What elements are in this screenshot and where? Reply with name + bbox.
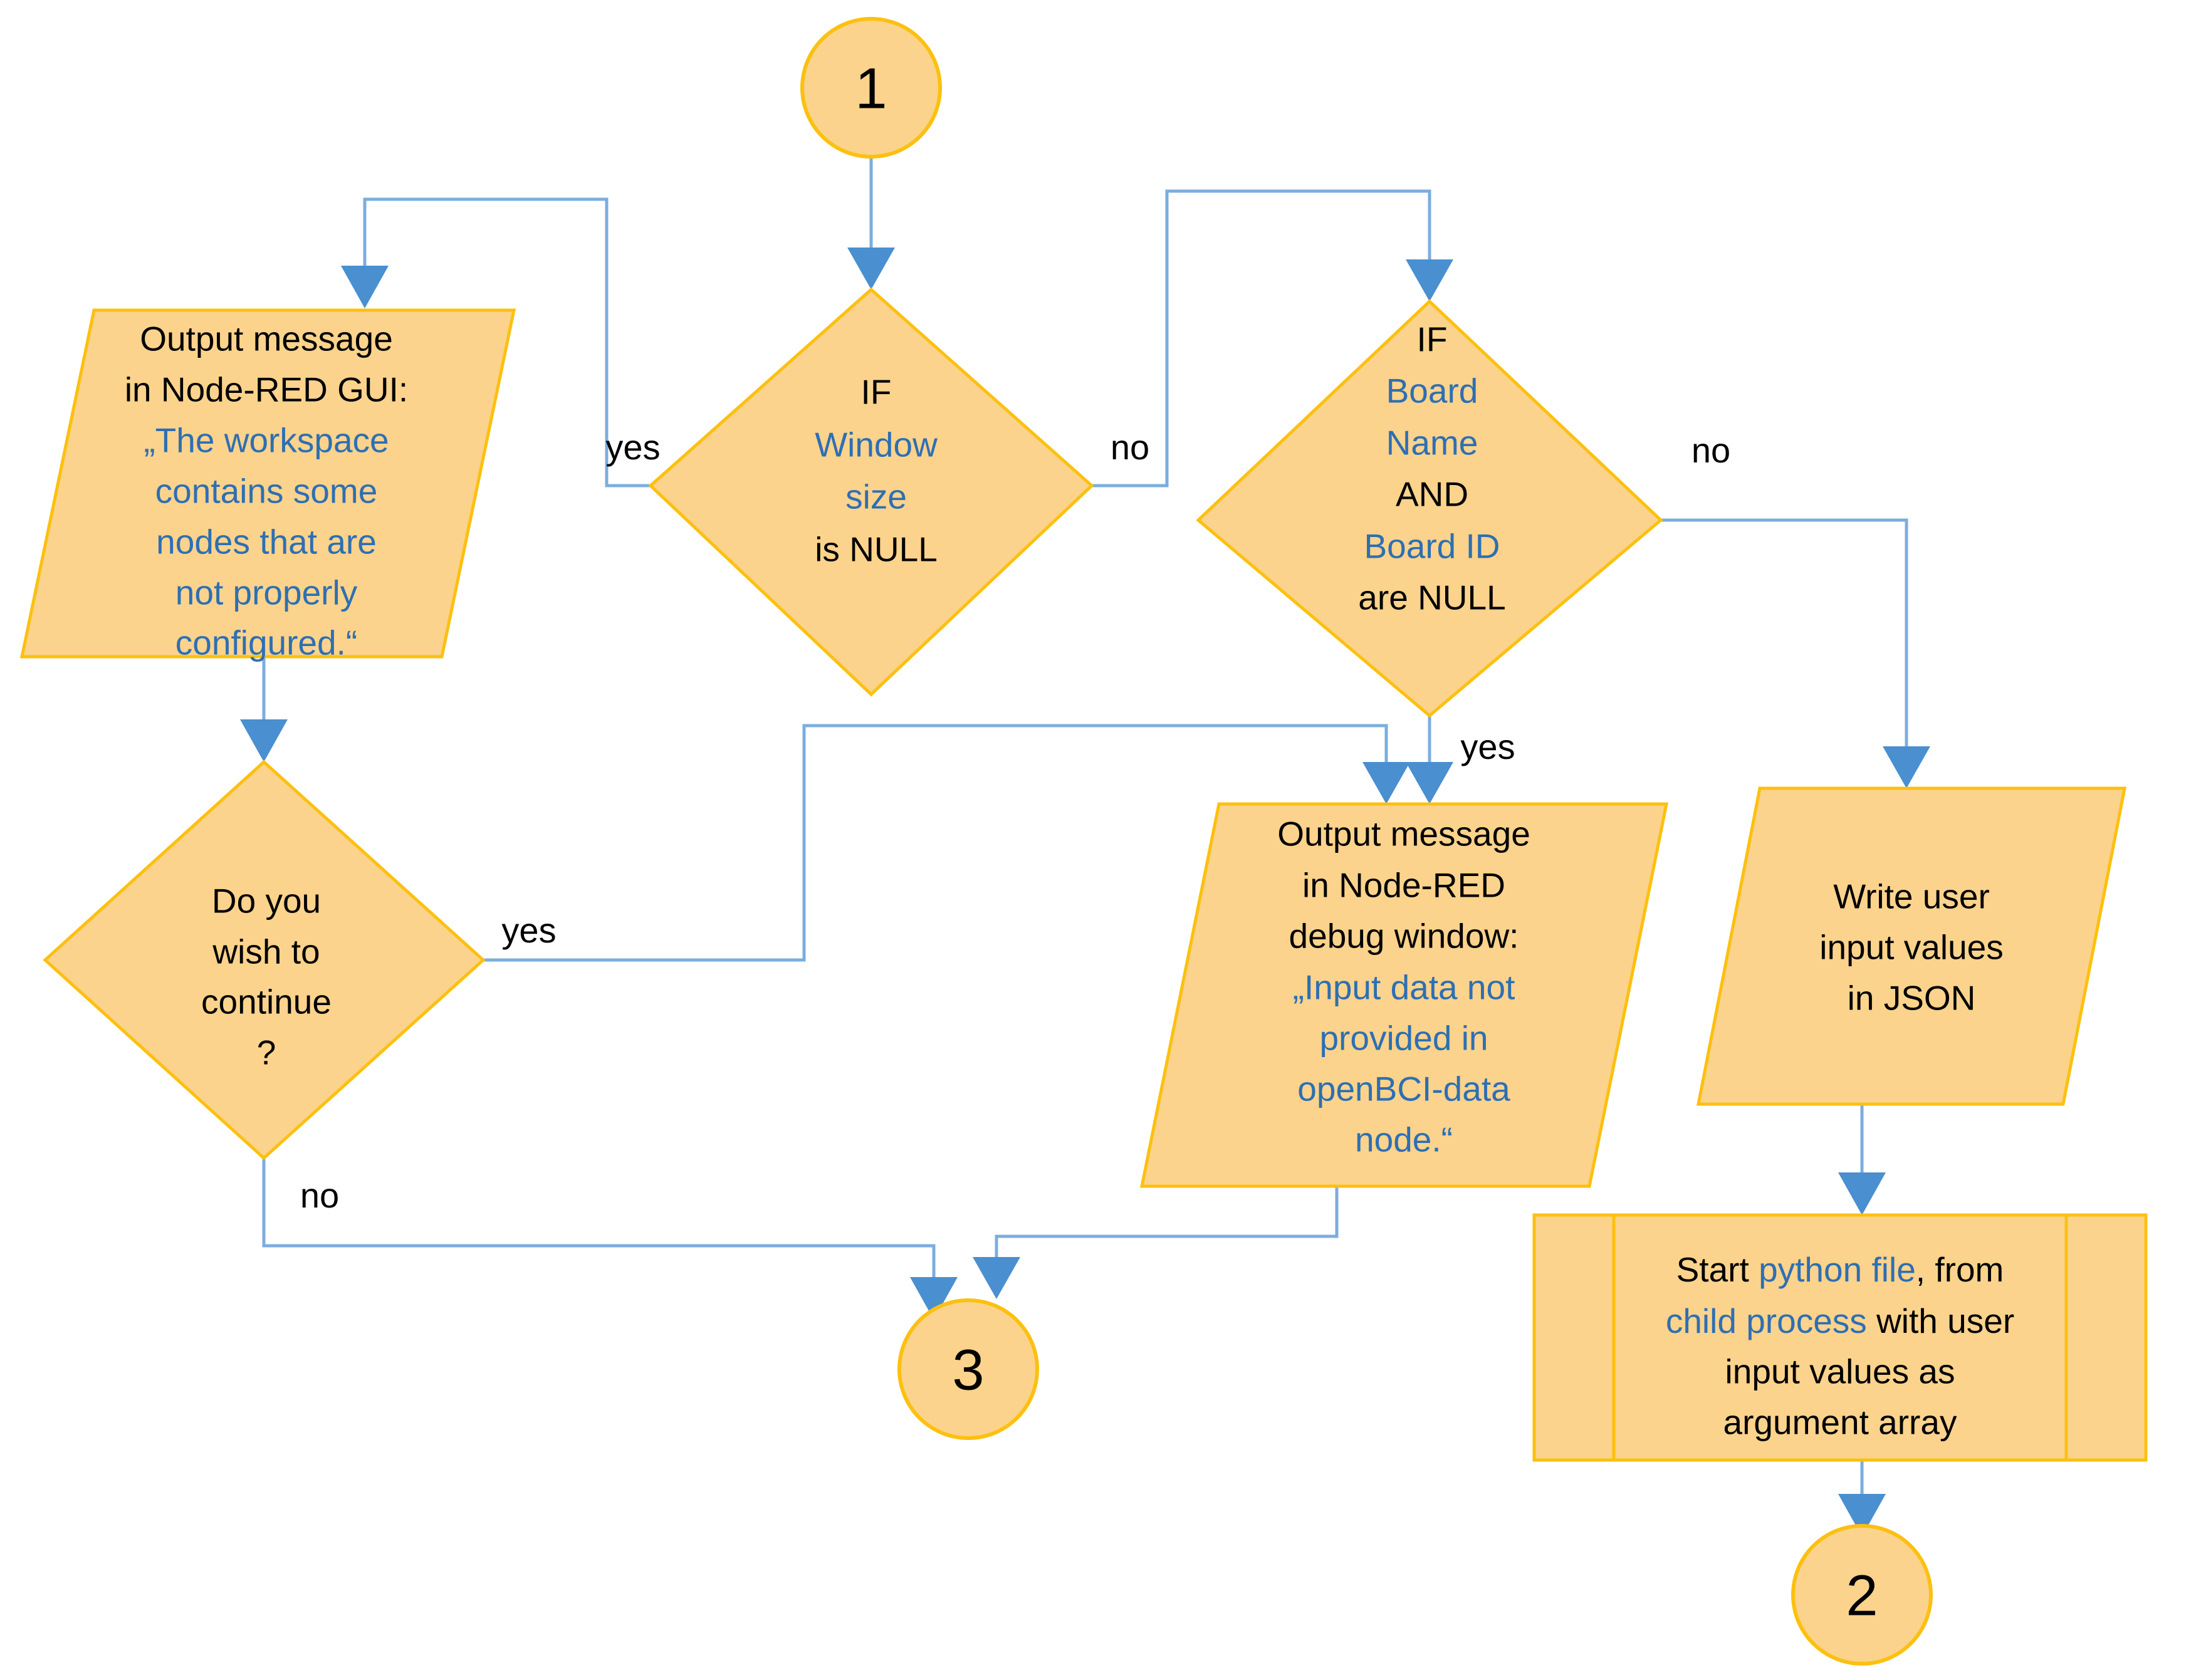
node-continue-line-1: wish to — [212, 932, 320, 971]
connector-start-label: 1 — [855, 56, 887, 120]
node-start-python-line-2: input values as — [1725, 1352, 1955, 1391]
node-output-gui: Output message in Node-RED GUI: „The wor… — [19, 308, 516, 662]
connector-end-two-label: 2 — [1846, 1563, 1878, 1627]
node-output-gui-line-6: configured.“ — [175, 623, 357, 662]
edge-label-window-yes: yes — [605, 427, 660, 467]
node-output-debug-line-2: debug window: — [1289, 917, 1519, 956]
node-output-debug: Output message in Node-RED debug window:… — [1139, 802, 1669, 1188]
node-output-debug-line-0: Output message — [1277, 815, 1530, 853]
connector-end-three-label: 3 — [952, 1338, 984, 1402]
edge-board-no-to-write-json — [1661, 518, 1930, 788]
edge-output-gui-to-continue — [240, 657, 288, 762]
node-write-json: Write user input values in JSON — [1696, 786, 2127, 1106]
edge-output-debug-to-end-three — [973, 1186, 1339, 1299]
edge-write-json-to-start-python — [1838, 1104, 1886, 1215]
node-if-board-line-2: Name — [1386, 424, 1478, 462]
connector-start-1: 1 — [800, 17, 942, 159]
node-write-json-line-1: input values — [1819, 928, 2004, 967]
edge-label-window-no: no — [1111, 427, 1149, 467]
node-start-python-line-3: argument array — [1723, 1403, 1957, 1442]
node-if-window-line-3: is NULL — [815, 530, 938, 569]
node-start-python: Start python file, from child process wi… — [1532, 1213, 2148, 1462]
node-output-debug-line-6: node.“ — [1355, 1120, 1453, 1159]
node-output-gui-line-1: in Node-RED GUI: — [125, 370, 408, 409]
node-if-window-size: IF Window size is NULL — [648, 287, 1094, 697]
node-write-json-line-2: in JSON — [1848, 979, 1976, 1018]
node-if-window-line-1: Window — [815, 425, 938, 464]
start-python-seg-1: python file — [1759, 1250, 1916, 1289]
connector-end-3: 3 — [897, 1298, 1039, 1440]
start-python-seg-3: child process — [1666, 1302, 1867, 1340]
start-python-seg-2: , from — [1916, 1250, 2004, 1289]
node-output-debug-line-4: provided in — [1319, 1019, 1488, 1058]
edge-window-yes-to-output-gui — [341, 197, 651, 488]
edge-start-python-to-end-two — [1838, 1460, 1886, 1537]
node-if-board-line-4: Board ID — [1364, 527, 1500, 566]
edge-window-no-to-if-board — [1092, 189, 1453, 488]
node-if-board-line-1: Board — [1386, 372, 1478, 410]
edge-board-yes-to-output-debug — [1406, 716, 1453, 804]
node-output-debug-line-1: in Node-RED — [1302, 866, 1505, 905]
node-output-debug-line-5: openBCI-data — [1297, 1070, 1510, 1109]
start-python-seg-0: Start — [1676, 1250, 1759, 1289]
node-continue-line-0: Do you — [212, 882, 321, 921]
node-output-gui-line-2: „The workspace — [144, 421, 389, 460]
node-if-board-line-3: AND — [1396, 475, 1468, 514]
edge-label-continue-yes: yes — [501, 910, 556, 950]
node-if-board-line-5: are NULL — [1358, 578, 1505, 617]
node-if-window-line-0: IF — [861, 373, 892, 412]
node-output-gui-line-0: Output message — [140, 320, 393, 358]
edge-label-board-yes: yes — [1460, 727, 1515, 766]
node-if-board-line-0: IF — [1417, 320, 1448, 359]
edge-continue-no-to-end-three — [262, 1158, 958, 1320]
node-output-gui-line-5: not properly — [175, 573, 358, 612]
edge-start-to-if-window — [847, 157, 895, 290]
node-if-board: IF Board Name AND Board ID are NULL — [1196, 299, 1663, 718]
node-start-python-line-1: child process with user — [1666, 1302, 2014, 1340]
node-start-python-line-0: Start python file, from — [1676, 1250, 2004, 1289]
node-write-json-line-0: Write user — [1833, 877, 1990, 916]
start-python-seg-4: with user — [1867, 1302, 2014, 1340]
node-continue-line-2: continue — [201, 983, 332, 1021]
node-continue-line-3: ? — [257, 1033, 276, 1072]
connector-end-2: 2 — [1791, 1524, 1933, 1666]
edge-label-continue-no: no — [300, 1176, 339, 1215]
node-output-debug-line-3: „Input data not — [1293, 968, 1515, 1007]
edge-continue-yes-to-output-debug — [483, 724, 1410, 962]
edge-label-board-no: no — [1691, 430, 1730, 470]
node-if-window-line-2: size — [845, 477, 907, 516]
node-do-you-continue: Do you wish to continue ? — [43, 759, 486, 1161]
node-output-gui-line-4: nodes that are — [156, 523, 377, 561]
node-output-gui-line-3: contains some — [155, 472, 378, 511]
